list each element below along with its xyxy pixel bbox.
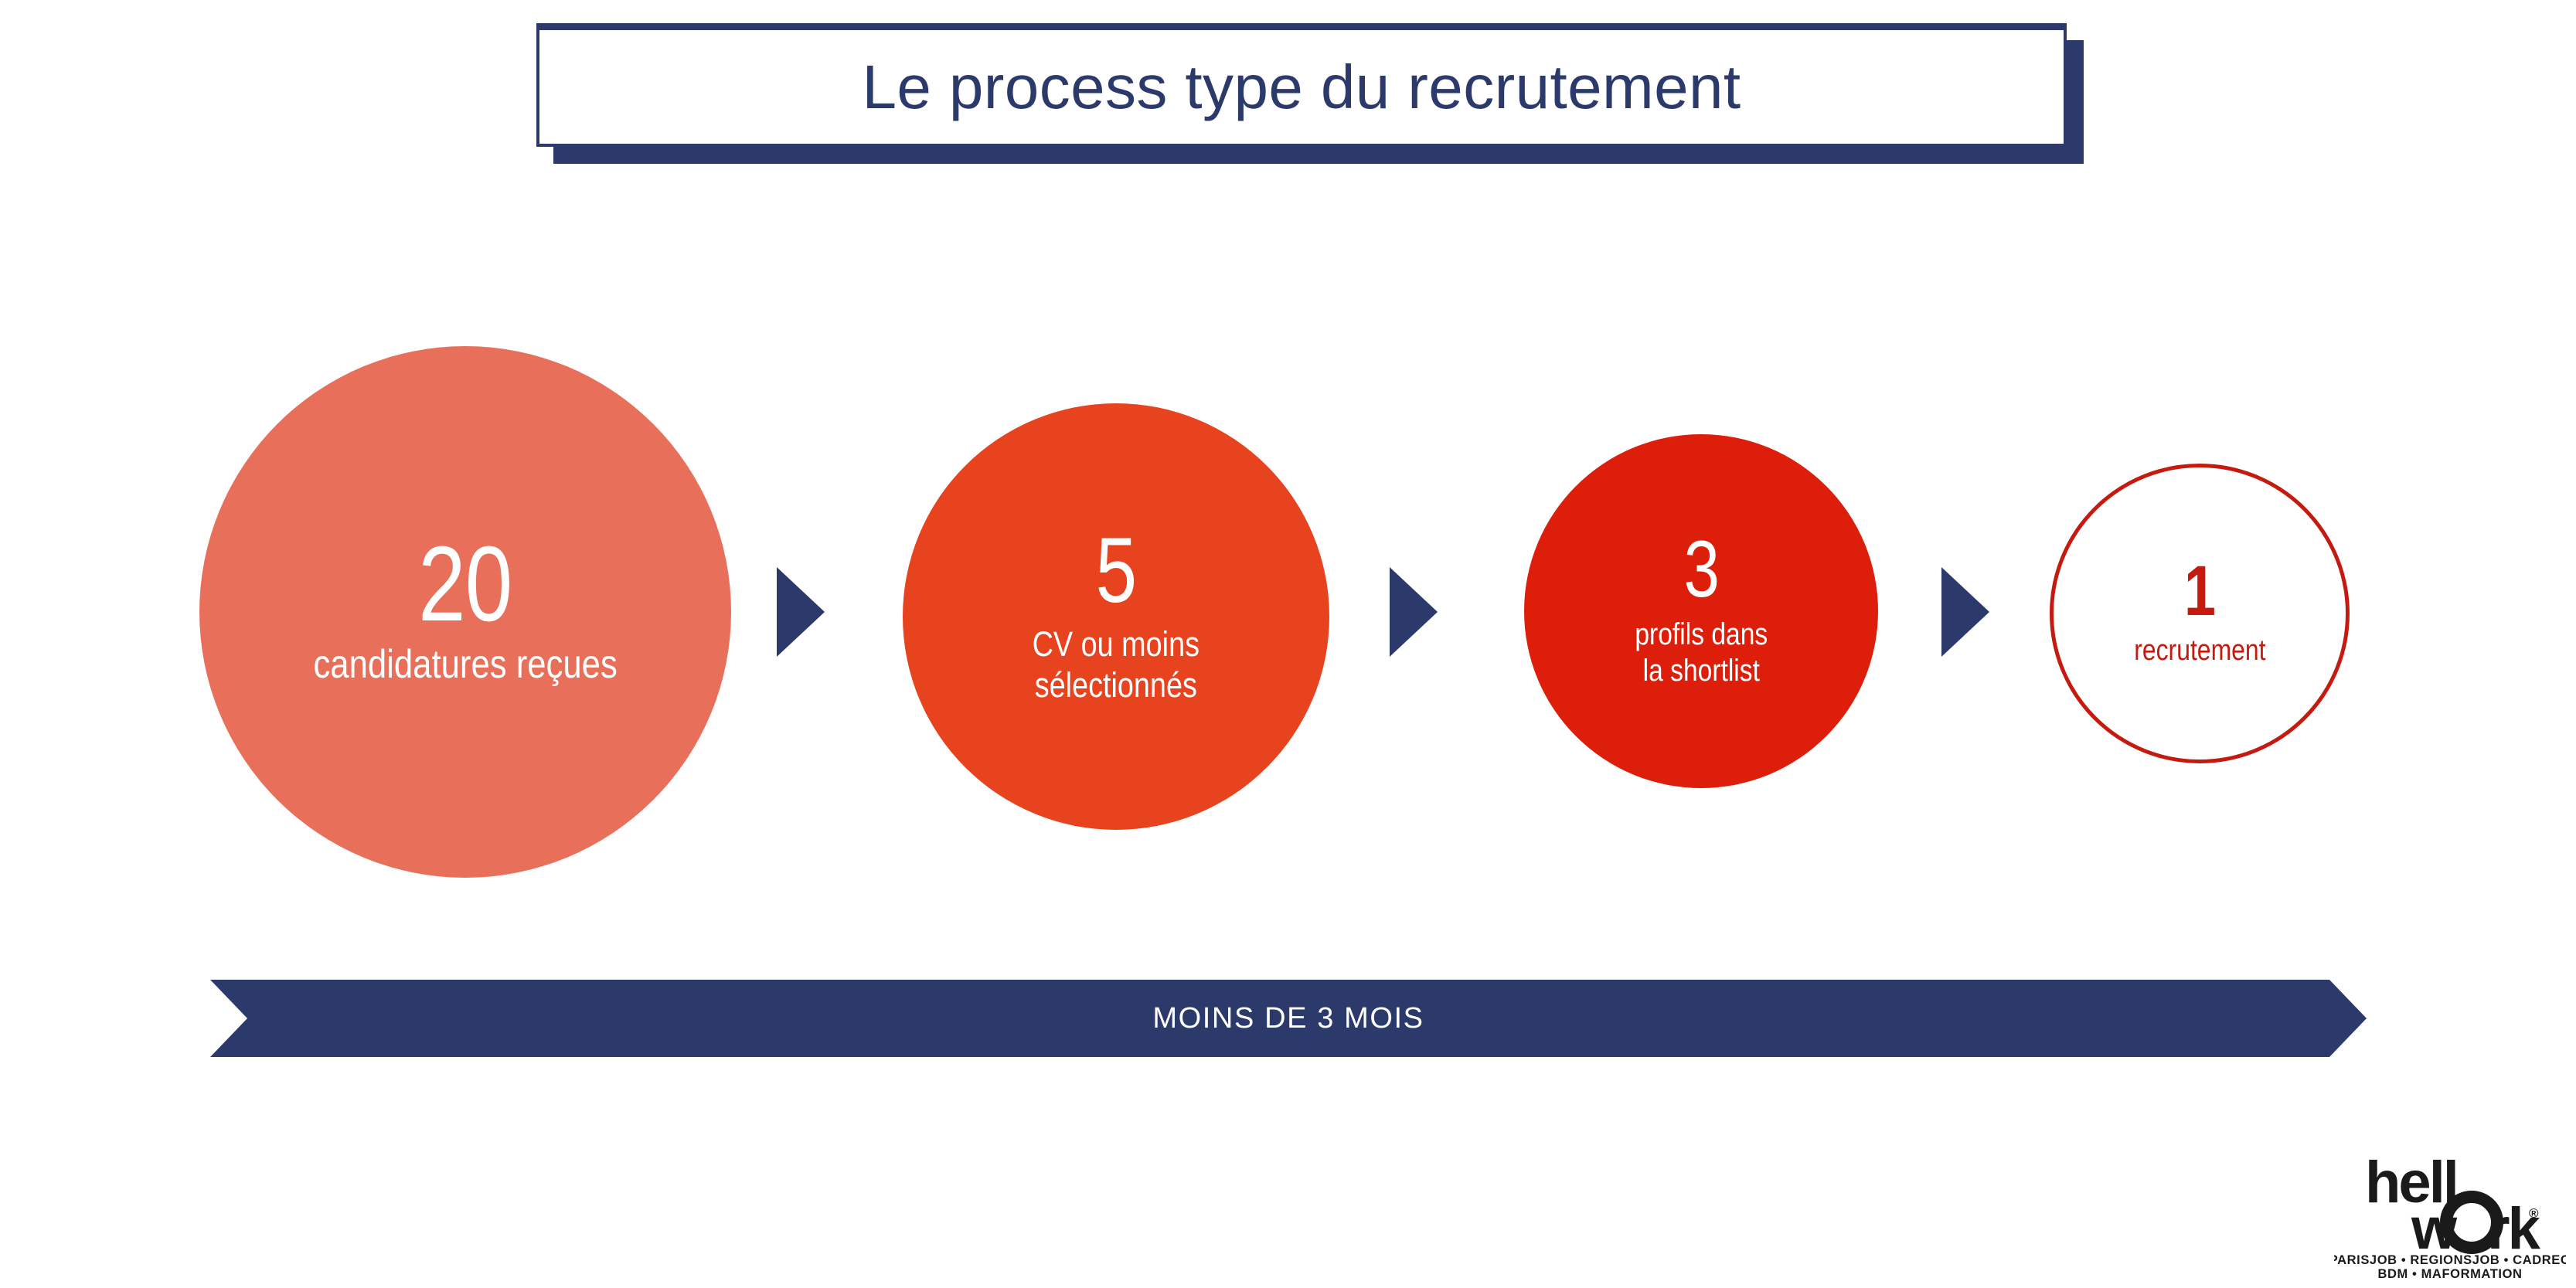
stage-1-value: 20 <box>418 524 512 644</box>
stage-4-value: 1 <box>2183 552 2216 631</box>
arrow-right-icon-1 <box>777 567 825 657</box>
stage-4-label: recrutement <box>2133 634 2266 667</box>
title-box: Le process type du recrutement <box>536 23 2067 147</box>
funnel-stage-2: 5 CV ou moins sélectionnés <box>903 403 1329 830</box>
arrow-right-icon-2 <box>1390 567 1438 657</box>
stage-2-value: 5 <box>1095 518 1137 622</box>
stage-3-value: 3 <box>1683 524 1719 614</box>
funnel-stage-4: 1 recrutement <box>2050 464 2350 763</box>
duration-banner: MOINS DE 3 MOIS <box>210 980 2367 1057</box>
stage-2-label: CV ou moins sélectionnés <box>1032 624 1200 705</box>
page-title: Le process type du recrutement <box>862 52 1741 121</box>
hellowork-logo: hell w rk ® PARISJOB • REGIONSJOB • CADR… <box>2334 1147 2566 1280</box>
arrow-right-icon-3 <box>1941 567 1989 657</box>
logo-tagline-line-2: BDM • MAFORMATION <box>2377 1267 2522 1280</box>
duration-banner-label: MOINS DE 3 MOIS <box>1152 1001 1424 1035</box>
logo-hello-text: hell <box>2365 1150 2457 1215</box>
title-block: Le process type du recrutement <box>536 23 2084 164</box>
funnel-stage-1: 20 candidatures reçues <box>199 346 731 878</box>
stage-3-label: profils dans la shortlist <box>1635 617 1768 688</box>
logo-tagline-line-1: PARISJOB • REGIONSJOB • CADREO <box>2334 1253 2566 1267</box>
funnel-stage-3: 3 profils dans la shortlist <box>1524 434 1878 788</box>
logo-registered-mark: ® <box>2529 1206 2539 1221</box>
stage-1-label: candidatures reçues <box>313 641 618 687</box>
logo-shared-o-ring <box>2440 1191 2503 1254</box>
